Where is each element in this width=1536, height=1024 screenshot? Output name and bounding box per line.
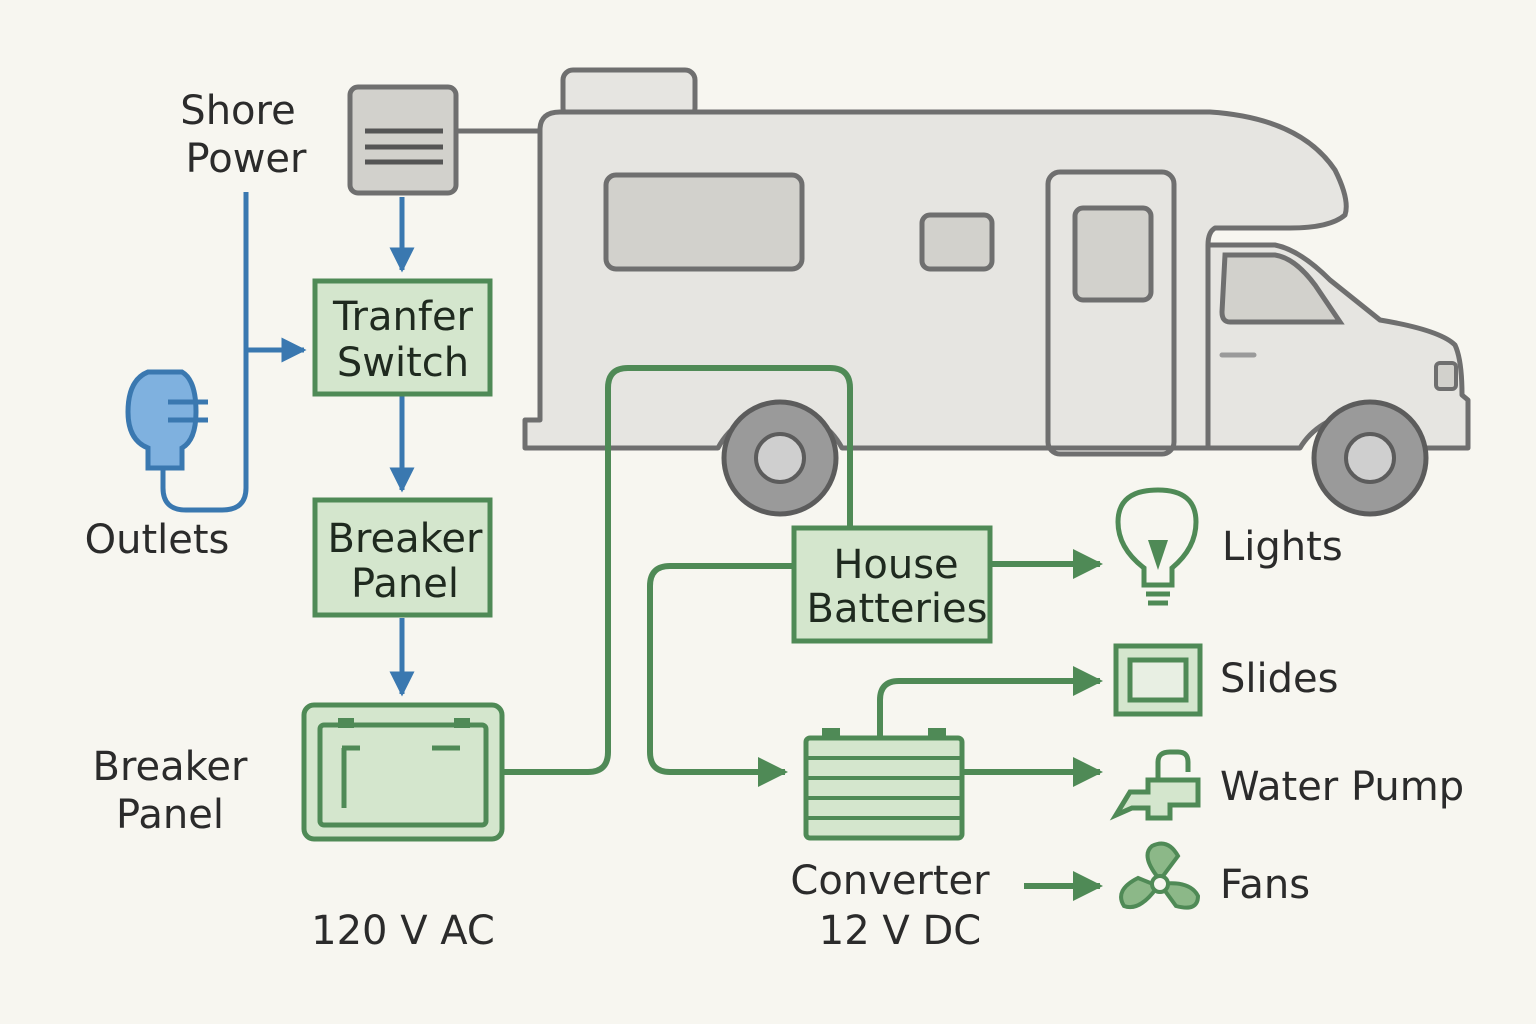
transfer-switch-box: Tranfer Switch bbox=[312, 278, 493, 397]
transfer-switch-label: Tranfer bbox=[332, 294, 474, 340]
shore-power-pedestal-icon bbox=[347, 84, 540, 196]
house-batteries-label: House bbox=[833, 542, 958, 588]
rv-illustration bbox=[522, 67, 1471, 517]
breaker-panel-box-label-line2: Panel bbox=[351, 561, 459, 607]
water-pump-label: Water Pump bbox=[1220, 764, 1464, 810]
lightbulb-icon bbox=[1115, 487, 1199, 606]
converter-voltage-label: 12 V DC bbox=[819, 908, 981, 954]
rv-door bbox=[1045, 169, 1177, 457]
ac-wiring bbox=[160, 192, 415, 697]
converter-icon bbox=[803, 728, 965, 841]
shore-power-label-line2: Power bbox=[186, 136, 307, 182]
house-batteries-label-line2: Batteries bbox=[807, 586, 988, 632]
rv-window-small bbox=[919, 212, 995, 272]
rv-rear-wheel bbox=[721, 399, 839, 517]
shore-power-label: Shore bbox=[180, 88, 295, 134]
rv-body bbox=[522, 109, 1471, 451]
rv-cab-window bbox=[1219, 252, 1345, 325]
slides-label: Slides bbox=[1220, 656, 1338, 702]
water-pump-icon bbox=[1109, 749, 1201, 821]
dc-wiring bbox=[504, 365, 1103, 901]
breaker-panel-box: Breaker Panel bbox=[312, 497, 493, 618]
rv-front-wheel bbox=[1311, 399, 1429, 517]
breaker-panel-box-label: Breaker bbox=[328, 516, 483, 562]
transfer-switch-label-line2: Switch bbox=[337, 340, 469, 386]
rv-door-window bbox=[1072, 205, 1154, 303]
outlets-label: Outlets bbox=[85, 517, 230, 563]
fan-icon bbox=[1119, 841, 1201, 910]
ac-voltage-label: 120 V AC bbox=[311, 908, 495, 954]
battery-icon bbox=[301, 702, 505, 842]
house-batteries-box: House Batteries bbox=[791, 525, 993, 644]
breaker-panel-side-label: Breaker bbox=[93, 744, 248, 790]
rv-window-large bbox=[603, 172, 805, 272]
plug-icon bbox=[125, 369, 208, 471]
lights-label: Lights bbox=[1222, 524, 1343, 570]
slide-panel-icon bbox=[1113, 643, 1203, 717]
breaker-panel-side-label-line2: Panel bbox=[116, 792, 224, 838]
fans-label: Fans bbox=[1220, 862, 1310, 908]
converter-label: Converter bbox=[790, 858, 990, 904]
